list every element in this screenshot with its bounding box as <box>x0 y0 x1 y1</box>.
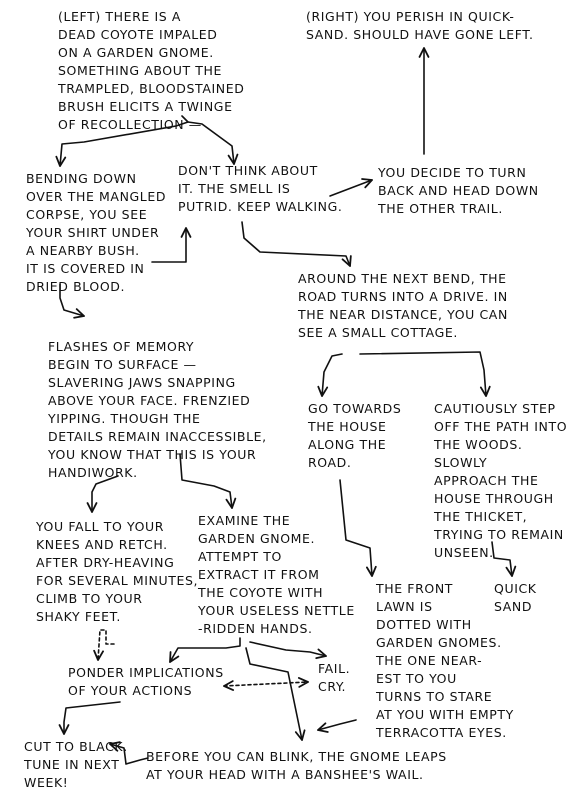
node-fall: You fall to your knees and retch. After … <box>36 519 199 624</box>
node-bending: Bending down over the mangled corpse, yo… <box>26 171 167 294</box>
node-quicksand: Quick sand <box>494 581 537 614</box>
arrow-next-bend-to-go-towards <box>317 353 343 397</box>
arrow-next-bend-to-cautiously <box>359 351 491 397</box>
node-cut: Cut to black. Tune in next week! <box>24 739 128 790</box>
node-next-bend: Around the next bend, the road turns int… <box>298 271 508 340</box>
arrow-fall-to-ponder <box>93 629 115 661</box>
arrow-examine-to-ponder <box>169 637 241 663</box>
node-turn-back: You decide to turn back and head down th… <box>378 165 539 216</box>
node-front-lawn: The front lawn is dotted with garden gno… <box>376 581 514 740</box>
node-examine: Examine the garden gnome. Attempt to ext… <box>198 513 355 636</box>
arrow-examine-to-fail <box>249 641 327 660</box>
arrow-coyote-to-dont-think <box>187 121 239 165</box>
arrow-bending-to-flashes <box>59 283 85 319</box>
arrow-blink-to-cut <box>109 741 149 765</box>
node-blink: Before you can blink, the gnome leaps at… <box>146 749 447 782</box>
arrow-flashes-to-examine <box>179 453 237 509</box>
node-go-towards: Go towards the house along the road. <box>308 401 402 470</box>
node-cautiously: Cautiously step off the path into the wo… <box>434 401 568 560</box>
node-fail: Fail. Cry. <box>318 661 351 694</box>
arrow-bending-to-dont-think <box>151 227 192 263</box>
node-coyote: (Left) There is a dead coyote impaled on… <box>58 9 245 132</box>
arrow-dont-think-to-turn-back <box>329 178 373 197</box>
node-quicksand-right: (Right) You perish in quick- sand. Shoul… <box>306 9 534 42</box>
node-flashes: Flashes of memory begin to surface — sla… <box>48 339 267 480</box>
arrow-flashes-to-fall <box>86 475 119 513</box>
arrow-cautiously-to-quicksand <box>491 541 517 577</box>
arrow-examine-to-blink <box>245 647 306 741</box>
node-dont-think: Don't think about it. The smell is putri… <box>178 163 343 214</box>
arrow-front-lawn-to-blink <box>317 719 357 733</box>
arrow-dont-think-to-next-bend <box>241 221 352 267</box>
arrow-coyote-to-bending <box>55 115 189 167</box>
node-ponder: Ponder implications of your actions <box>68 665 224 698</box>
arrow-go-towards-to-front-lawn <box>339 479 377 577</box>
arrow-ponder-to-cut <box>58 701 121 735</box>
arrow-ponder-to-fail <box>223 677 309 691</box>
